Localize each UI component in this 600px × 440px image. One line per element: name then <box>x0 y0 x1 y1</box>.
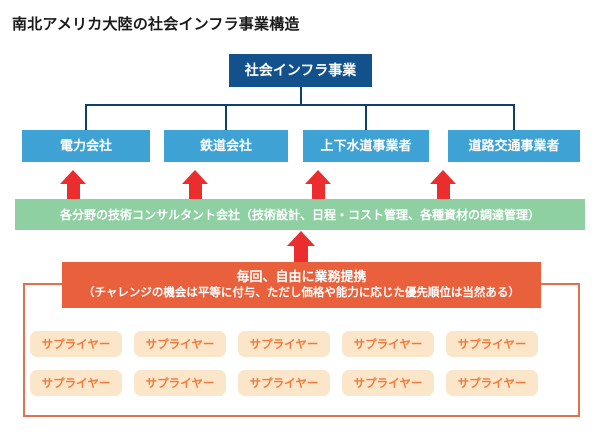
supplier-box[interactable]: サプライヤー <box>342 370 434 396</box>
page-title: 南北アメリカ大陸の社会インフラ事業構造 <box>12 16 300 33</box>
supplier-box[interactable]: サプライヤー <box>134 370 226 396</box>
band-label-primary: 毎回、自由に業務提携 <box>236 269 367 285</box>
arrow-head <box>60 170 86 184</box>
supplier-box[interactable]: サプライヤー <box>134 331 226 357</box>
supplier-box[interactable]: サプライヤー <box>342 331 434 357</box>
connector-drop-2 <box>225 104 227 131</box>
connector-drop-4 <box>513 104 515 131</box>
arrow-shaft <box>66 184 80 200</box>
supplier-grid: サプライヤー サプライヤー サプライヤー サプライヤー サプライヤー サプライヤ… <box>30 331 575 409</box>
supplier-box[interactable]: サプライヤー <box>238 331 330 357</box>
connector-drop-1 <box>85 104 87 131</box>
supplier-label: サプライヤー <box>41 339 111 351</box>
node-label: 上下水道事業者 <box>320 137 412 153</box>
node-electric-power-company[interactable]: 電力会社 <box>22 130 150 162</box>
arrow-shaft <box>188 184 202 200</box>
supplier-label: サプライヤー <box>457 378 527 390</box>
supplier-label: サプライヤー <box>353 378 423 390</box>
arrow-up-icon-4 <box>430 170 456 200</box>
node-social-infrastructure-business[interactable]: 社会インフラ事業 <box>229 54 372 87</box>
supplier-row: サプライヤー サプライヤー サプライヤー サプライヤー サプライヤー <box>30 370 575 396</box>
supplier-label: サプライヤー <box>249 339 319 351</box>
arrow-head <box>182 170 208 184</box>
connector-root-vertical <box>300 87 302 105</box>
supplier-box[interactable]: サプライヤー <box>238 370 330 396</box>
supplier-label: サプライヤー <box>41 378 111 390</box>
arrow-shaft <box>436 184 450 200</box>
arrow-shaft <box>294 246 308 264</box>
arrow-head <box>430 170 456 184</box>
node-label: 鉄道会社 <box>199 137 252 153</box>
supplier-label: サプライヤー <box>145 378 215 390</box>
arrow-up-icon-center <box>287 231 315 264</box>
band-label: 各分野の技術コンサルタント会社（技術設計、日程・コスト管理、各種資材の調達管理） <box>59 208 540 222</box>
supplier-box[interactable]: サプライヤー <box>30 331 122 357</box>
arrow-head <box>287 231 315 246</box>
arrow-up-icon-2 <box>182 170 208 200</box>
node-label: 道路交通事業者 <box>468 137 560 153</box>
node-label: 社会インフラ事業 <box>244 61 357 78</box>
band-label-secondary: （チャレンジの機会は平等に付与、ただし価格や能力に応じた優先順位は当然ある） <box>83 287 520 300</box>
arrow-head <box>305 170 331 184</box>
supplier-label: サプライヤー <box>457 339 527 351</box>
node-label: 電力会社 <box>59 137 112 153</box>
supplier-label: サプライヤー <box>145 339 215 351</box>
band-technical-consultants[interactable]: 各分野の技術コンサルタント会社（技術設計、日程・コスト管理、各種資材の調達管理） <box>15 199 585 230</box>
supplier-row: サプライヤー サプライヤー サプライヤー サプライヤー サプライヤー <box>30 331 575 357</box>
band-free-business-partnership[interactable]: 毎回、自由に業務提携 （チャレンジの機会は平等に付与、ただし価格や能力に応じた優… <box>62 262 541 308</box>
node-railway-company[interactable]: 鉄道会社 <box>164 130 288 162</box>
node-water-sewage-operator[interactable]: 上下水道事業者 <box>303 130 429 162</box>
supplier-label: サプライヤー <box>249 378 319 390</box>
connector-horizontal-bus <box>86 104 514 106</box>
supplier-box[interactable]: サプライヤー <box>446 331 538 357</box>
supplier-box[interactable]: サプライヤー <box>446 370 538 396</box>
arrow-shaft <box>311 184 325 200</box>
arrow-up-icon-3 <box>305 170 331 200</box>
connector-drop-3 <box>365 104 367 131</box>
supplier-label: サプライヤー <box>353 339 423 351</box>
arrow-up-icon-1 <box>60 170 86 200</box>
node-road-traffic-operator[interactable]: 道路交通事業者 <box>448 130 580 162</box>
supplier-box[interactable]: サプライヤー <box>30 370 122 396</box>
